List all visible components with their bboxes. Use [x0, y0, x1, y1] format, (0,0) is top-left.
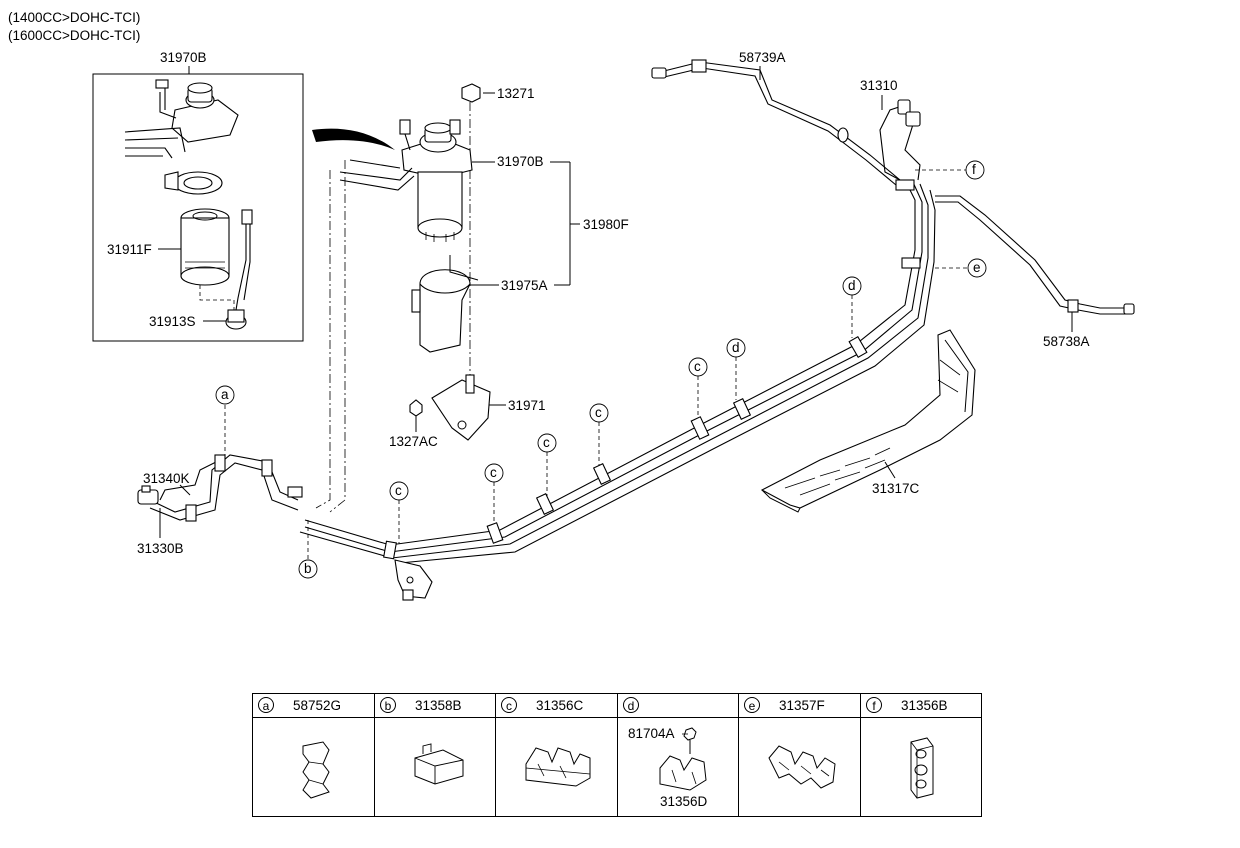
legend-cell-b: b 31358B	[375, 694, 496, 816]
fuel-line-bundle	[137, 179, 936, 601]
label-31970B: 31970B	[497, 154, 544, 169]
callout-b: b	[304, 561, 312, 576]
legend-code-e: 31357F	[779, 698, 825, 713]
variant-1400cc: (1400CC>DOHC-TCI)	[8, 10, 140, 25]
mount-bracket-31971	[431, 379, 491, 441]
vapor-lines: 58739A 31310 58738A	[651, 50, 1135, 349]
clip-31356B-icon	[910, 737, 934, 799]
legend-cell-c: c 31356C	[496, 694, 618, 816]
variant-1600cc: (1600CC>DOHC-TCI)	[8, 28, 140, 43]
callout-c-3: c	[543, 435, 550, 450]
label-31975A: 31975A	[501, 278, 548, 293]
legend-letter-f: f	[866, 697, 882, 713]
legend-letter-b: b	[380, 697, 396, 713]
label-31971: 31971	[508, 398, 546, 413]
nut-1327AC	[409, 399, 423, 417]
bolt-13271	[461, 83, 481, 103]
legend-letter-e: e	[744, 697, 760, 713]
water-sensor-part	[225, 209, 253, 330]
protector-31317C: 31317C	[760, 329, 976, 513]
label-58739A: 58739A	[739, 50, 786, 65]
legend-cell-d: d 81704A 31356D	[618, 694, 739, 816]
pointer-arrow	[312, 128, 395, 150]
clip-31357F-icon	[768, 745, 836, 789]
legend-letter-d: d	[623, 697, 639, 713]
legend-code-f: 31356B	[901, 698, 948, 713]
legend-letter-c: c	[501, 697, 517, 713]
callout-f: f	[972, 162, 976, 177]
label-13271: 13271	[497, 86, 535, 101]
label-31913S: 31913S	[149, 314, 196, 329]
inset-frame	[92, 73, 304, 342]
label-31317C: 31317C	[872, 481, 920, 496]
callout-c-2: c	[490, 465, 497, 480]
legend-code-a: 58752G	[293, 698, 342, 713]
label-31330B: 31330B	[137, 541, 184, 556]
clip-31356D-icon	[659, 727, 707, 791]
label-31911F: 31911F	[107, 242, 152, 257]
callouts: a b c c c c c d d e f	[215, 160, 987, 579]
clip-58752G-icon	[302, 741, 330, 799]
label-31340K: 31340K	[143, 471, 190, 486]
clip-31356C-icon	[525, 747, 591, 787]
label-1327AC: 1327AC	[389, 434, 438, 449]
bracket-31975A	[419, 269, 471, 353]
label-31970B-inset: 31970B	[160, 50, 207, 65]
callout-d-2: d	[848, 278, 856, 293]
callout-c-4: c	[595, 405, 602, 420]
filter-head-part	[124, 79, 239, 159]
label-58738A: 58738A	[1043, 334, 1090, 349]
filter-cartridge-part	[180, 208, 230, 286]
legend-cell-a: a 58752G	[253, 694, 375, 816]
callout-c-5: c	[694, 359, 701, 374]
callout-a: a	[221, 387, 229, 402]
legend-code-c: 31356C	[536, 698, 584, 713]
fuel-filter-inset: 31970B	[92, 50, 304, 342]
gasket-ring-part	[164, 171, 223, 195]
legend-cell-e: e 31357F	[739, 694, 861, 816]
callout-c-1: c	[395, 483, 402, 498]
clip-31358B-icon	[414, 743, 464, 785]
clip-legend-table: a 58752G b 31358B c 31356C d	[252, 693, 982, 817]
legend-code-b: 31358B	[415, 698, 462, 713]
legend-letter-a: a	[258, 697, 274, 713]
legend-cell-f: f 31356B	[861, 694, 981, 816]
label-31310: 31310	[860, 78, 898, 93]
label-31980F: 31980F	[583, 217, 629, 232]
callout-e: e	[973, 260, 981, 275]
callout-d-1: d	[732, 340, 740, 355]
main-filter-assembly: 13271 31970B 31975A 31980F	[315, 83, 629, 513]
legend-sub-81704A: 81704A	[628, 726, 675, 741]
legend-sub-31356D: 31356D	[660, 794, 708, 809]
